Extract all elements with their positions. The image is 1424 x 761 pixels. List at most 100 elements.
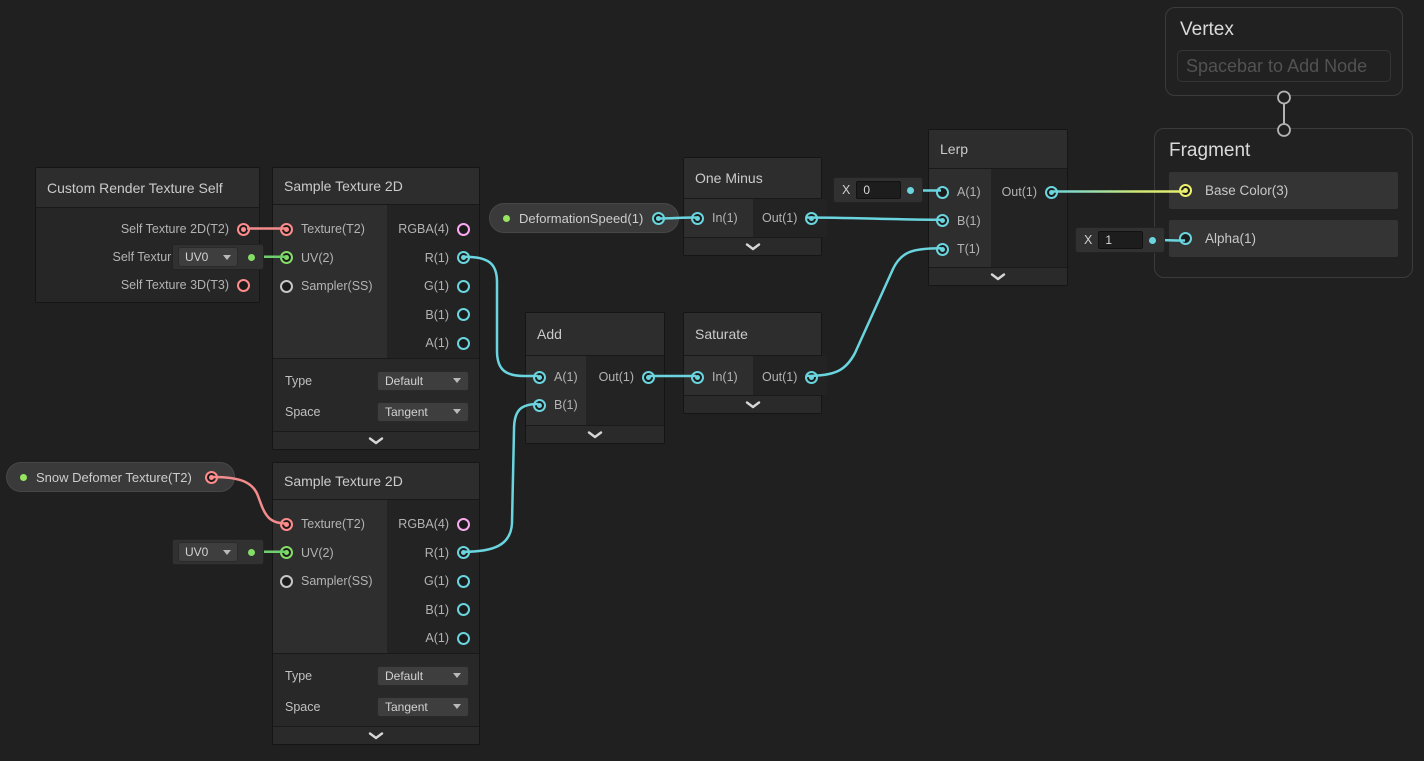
- port-row: B(1): [526, 391, 586, 419]
- port-rgba-out[interactable]: [457, 517, 470, 531]
- wire-sample1-r-to-add-a[interactable]: [463, 255, 538, 378]
- alpha-value-widget[interactable]: X 1: [1075, 227, 1165, 253]
- node-controls: Type Default Space Tangent: [273, 358, 479, 431]
- collapse-button[interactable]: [929, 267, 1067, 285]
- node-title-label: Sample Texture 2D: [284, 473, 403, 489]
- fragment-title: Fragment: [1169, 140, 1251, 161]
- node-title[interactable]: One Minus: [684, 158, 821, 199]
- port-b-out[interactable]: [457, 603, 470, 617]
- chevron-down-icon: [453, 378, 461, 383]
- node-title[interactable]: Lerp: [929, 130, 1067, 169]
- space-dropdown[interactable]: Tangent: [377, 401, 469, 422]
- port-g-out[interactable]: [457, 574, 470, 588]
- wire-saturate-to-lerp-t[interactable]: [805, 247, 942, 378]
- value-field[interactable]: 1: [1098, 231, 1143, 249]
- lerp-a-value-widget[interactable]: X 0: [833, 177, 923, 203]
- field-value: 1: [1105, 233, 1113, 247]
- node-title[interactable]: Sample Texture 2D: [273, 463, 479, 500]
- port-rgba-out[interactable]: [457, 222, 470, 236]
- value-field[interactable]: 0: [856, 181, 901, 199]
- node-title[interactable]: Saturate: [684, 313, 821, 356]
- placeholder-label: Spacebar to Add Node: [1186, 55, 1368, 76]
- port-texture-in[interactable]: [280, 517, 293, 531]
- port-row: Self Texture 2D(T2): [36, 215, 259, 243]
- chevron-down-icon: [223, 549, 231, 555]
- property-label: Snow Defomer Texture(T2): [36, 469, 192, 485]
- node-title[interactable]: Custom Render Texture Self: [36, 168, 259, 208]
- uv-channel-widget-2[interactable]: UV0: [172, 539, 264, 565]
- type-dropdown[interactable]: Default: [377, 370, 469, 391]
- uv-channel-dropdown[interactable]: UV0: [178, 247, 238, 267]
- space-dropdown[interactable]: Tangent: [377, 696, 469, 717]
- vertex-context-block[interactable]: Vertex Spacebar to Add Node: [1165, 7, 1403, 96]
- port-base-color-in[interactable]: [1179, 184, 1192, 197]
- port-alpha-in[interactable]: [1179, 232, 1192, 245]
- wire-sample2-r-to-add-b[interactable]: [463, 402, 539, 554]
- port-g-out[interactable]: [457, 279, 470, 293]
- dropdown-value: Tangent: [385, 699, 428, 714]
- node-title[interactable]: Sample Texture 2D: [273, 168, 479, 205]
- node-title[interactable]: Add: [526, 313, 664, 356]
- port-label: Texture(T2): [301, 222, 365, 237]
- port-r-out[interactable]: [457, 251, 470, 265]
- port-label: Out(1): [598, 370, 634, 384]
- wire-deformationspeed-to-oneminus[interactable]: [655, 216, 697, 220]
- port-sampler-in[interactable]: [280, 279, 293, 293]
- port-a-in[interactable]: [936, 185, 949, 199]
- port-row: A(1): [387, 329, 479, 358]
- add-node-placeholder: Spacebar to Add Node: [1177, 50, 1391, 82]
- node-title-label: One Minus: [695, 170, 763, 186]
- port-row: In(1): [684, 204, 753, 232]
- port-label: RGBA(4): [398, 517, 449, 532]
- port-label: Out(1): [762, 370, 798, 384]
- widget-connector-dot: [248, 253, 255, 261]
- port-in[interactable]: [691, 211, 704, 225]
- port-label: Base Color(3): [1205, 183, 1289, 198]
- collapse-button[interactable]: [684, 237, 821, 255]
- port-in[interactable]: [691, 370, 704, 384]
- node-title-label: Lerp: [940, 141, 969, 157]
- fragment-row-alpha[interactable]: Alpha(1): [1169, 220, 1398, 257]
- wire-snowtexture-to-sample2[interactable]: [212, 475, 287, 525]
- port-label: Texture(T2): [301, 517, 365, 532]
- port-label: G(1): [424, 574, 449, 589]
- port-row: B(1): [387, 301, 479, 330]
- port-row: Texture(T2): [273, 215, 387, 244]
- port-label: Sampler(SS): [301, 279, 373, 294]
- uv-channel-widget-1[interactable]: UV0: [172, 244, 264, 270]
- port-a-out[interactable]: [457, 631, 470, 645]
- chevron-down-icon: [223, 254, 231, 260]
- node-one-minus[interactable]: One Minus In(1) Out(1): [683, 157, 828, 256]
- port-self-texture-3d[interactable]: [237, 278, 250, 292]
- node-lerp[interactable]: Lerp A(1) B(1) T(1) Out(1): [928, 129, 1068, 286]
- type-dropdown[interactable]: Default: [377, 665, 469, 686]
- chevron-icon: [745, 242, 760, 250]
- wire-oneminus-to-lerp-b[interactable]: [805, 216, 942, 222]
- node-add[interactable]: Add A(1) B(1) Out(1): [525, 312, 665, 444]
- uv-channel-dropdown[interactable]: UV0: [178, 542, 238, 562]
- fragment-row-base-color[interactable]: Base Color(3): [1169, 172, 1398, 209]
- port-a-out[interactable]: [457, 336, 470, 350]
- port-row: RGBA(4): [387, 510, 479, 539]
- collapse-button[interactable]: [684, 395, 821, 413]
- node-custom-render-texture-self[interactable]: Custom Render Texture Self Self Texture …: [35, 167, 260, 303]
- port-row: B(1): [387, 596, 479, 625]
- property-pill-snow-deformer-texture[interactable]: Snow Defomer Texture(T2): [6, 462, 235, 492]
- collapse-button[interactable]: [273, 431, 479, 449]
- chevron-down-icon: [453, 704, 461, 709]
- input-port-list: A(1) B(1) T(1): [929, 169, 991, 267]
- property-pill-deformation-speed[interactable]: DeformationSpeed(1): [489, 203, 679, 233]
- node-saturate[interactable]: Saturate In(1) Out(1): [683, 312, 828, 414]
- port-label: G(1): [424, 279, 449, 294]
- node-sample-texture-2d-1[interactable]: Sample Texture 2D Texture(T2) UV(2) Samp…: [272, 167, 480, 450]
- dropdown-value: Default: [385, 373, 424, 388]
- fragment-context-block[interactable]: Fragment Base Color(3) Alpha(1): [1154, 128, 1413, 278]
- node-sample-texture-2d-2[interactable]: Sample Texture 2D Texture(T2) UV(2) Samp…: [272, 462, 480, 745]
- port-sampler-in[interactable]: [280, 574, 293, 588]
- widget-connector-dot: [1149, 236, 1156, 244]
- port-b-out[interactable]: [457, 308, 470, 322]
- control-row: Type Default: [285, 365, 469, 396]
- collapse-button[interactable]: [526, 425, 664, 443]
- collapse-button[interactable]: [273, 726, 479, 744]
